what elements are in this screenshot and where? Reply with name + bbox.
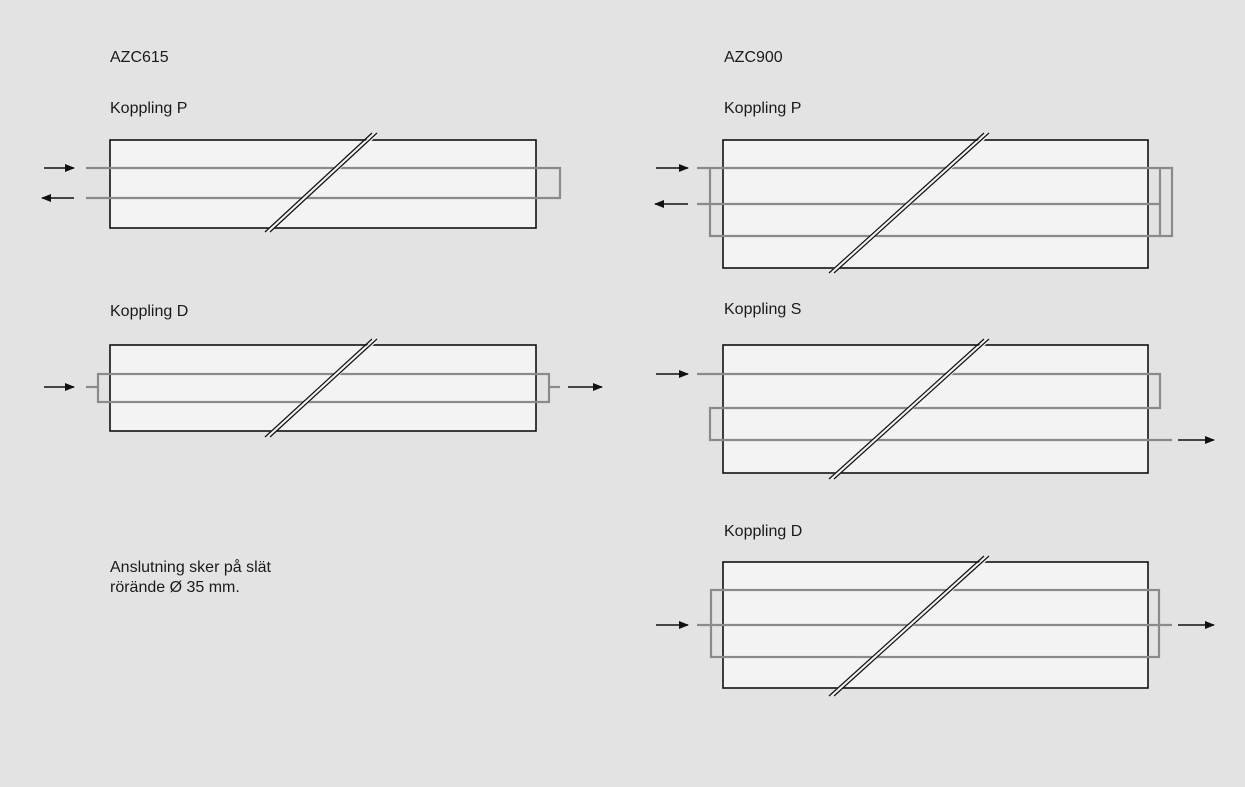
break-line — [828, 338, 990, 480]
model-title-azc615: AZC615 — [110, 49, 169, 66]
coupling-label-azc615-d: Koppling D — [110, 303, 189, 320]
connection-note: Anslutning sker på slät rörände Ø 35 mm. — [110, 558, 370, 598]
connection-note-line-2: rörände Ø 35 mm. — [110, 579, 240, 596]
break-line — [828, 132, 990, 274]
break-line — [828, 555, 990, 697]
pipe-loop — [86, 166, 562, 200]
connection-note-line-1: Anslutning sker på slät — [110, 559, 271, 576]
coupling-label-azc900-s: Koppling S — [724, 301, 802, 318]
break-line — [264, 338, 378, 438]
pipe-outer-loop — [709, 588, 1161, 659]
pipe-serpentine — [697, 372, 1172, 442]
coupling-label-azc615-p: Koppling P — [110, 100, 188, 117]
azc900-coupling-d-diagram — [656, 555, 1215, 697]
model-title-azc900: AZC900 — [724, 49, 783, 66]
coupling-label-azc900-d: Koppling D — [724, 523, 803, 540]
pipe-outer-loop — [697, 166, 1174, 238]
azc615-coupling-p-diagram — [41, 132, 562, 233]
azc900-coupling-s-diagram — [656, 338, 1215, 480]
azc900-coupling-p-diagram — [654, 132, 1174, 274]
coupling-label-azc900-p: Koppling P — [724, 100, 802, 117]
azc615-coupling-d-diagram — [44, 338, 603, 438]
break-line — [264, 132, 378, 233]
